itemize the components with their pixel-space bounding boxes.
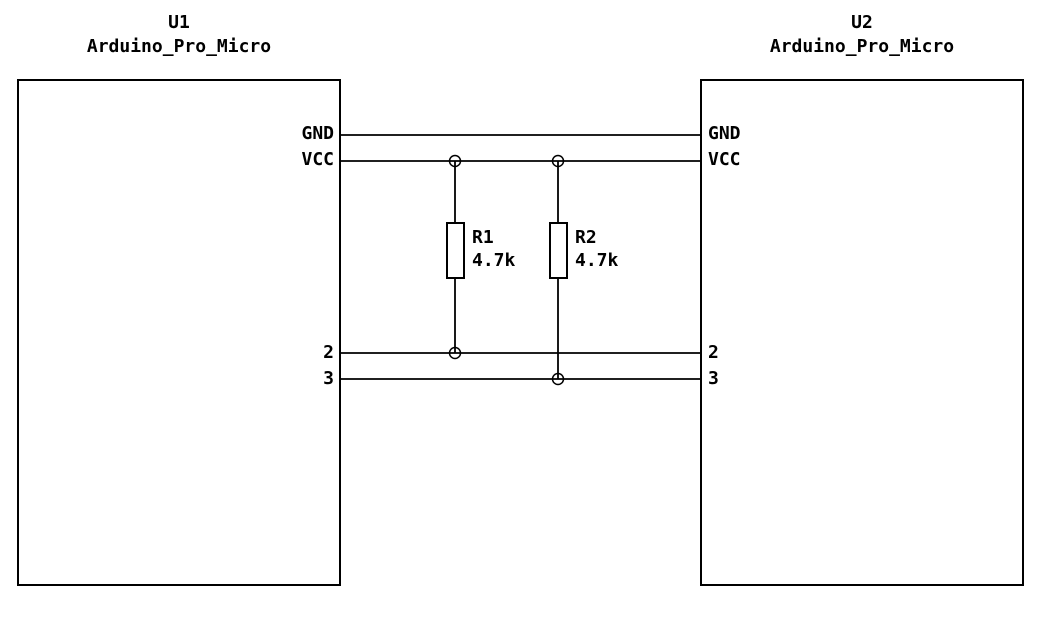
pin-label-u2-gnd: GND: [708, 123, 741, 144]
component-u2-body: [700, 79, 1024, 586]
junction-vcc-r2: [551, 154, 565, 168]
junction-net3-r2: [551, 372, 565, 386]
resistor-r2-value: 4.7k: [575, 250, 619, 271]
junction-vcc-r1: [448, 154, 462, 168]
pin-label-u1-gnd: GND: [301, 123, 334, 144]
component-u1-ref: U1: [168, 12, 190, 33]
component-u1-value: Arduino_Pro_Micro: [87, 36, 271, 57]
pin-label-u1-2: 2: [323, 342, 334, 363]
component-u1-body: [17, 79, 341, 586]
resistor-r1-body: [446, 222, 465, 279]
junction-net2-r1: [448, 346, 462, 360]
resistor-r1-ref: R1: [472, 227, 494, 248]
pin-label-u1-vcc: VCC: [301, 149, 334, 170]
resistor-r2-ref: R2: [575, 227, 597, 248]
resistor-r2-body: [549, 222, 568, 279]
pin-label-u2-2: 2: [708, 342, 719, 363]
pin-label-u2-3: 3: [708, 368, 719, 389]
component-u2-value: Arduino_Pro_Micro: [770, 36, 954, 57]
resistor-r1-value: 4.7k: [472, 250, 516, 271]
pin-label-u2-vcc: VCC: [708, 149, 741, 170]
component-u2-ref: U2: [851, 12, 873, 33]
pin-label-u1-3: 3: [323, 368, 334, 389]
